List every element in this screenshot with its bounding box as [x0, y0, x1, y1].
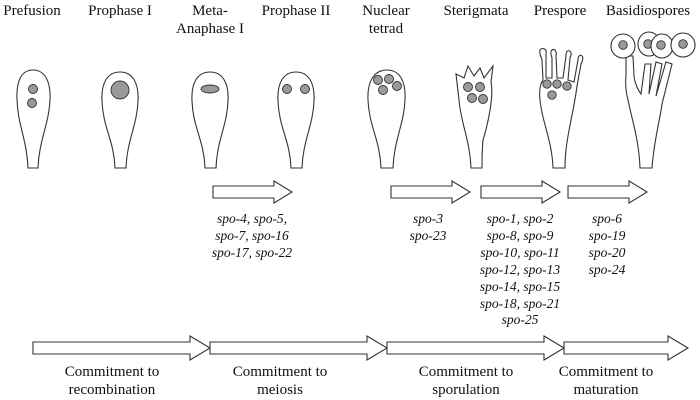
nucleus — [373, 75, 383, 85]
gene-group-4: spo-6 spo-19 spo-20 spo-24 — [589, 211, 626, 277]
cell-prespore — [539, 48, 584, 169]
commitment-arrow-sporulation — [386, 335, 566, 361]
stage-label-basidiospores: Basidiospores — [606, 3, 690, 19]
gene-group-3: spo-1, spo-2 spo-8, spo-9 spo-10, spo-11… — [480, 211, 560, 327]
stage-labels: Prefusion Prophase I Meta- Anaphase I Pr… — [3, 3, 690, 37]
nucleus — [300, 84, 310, 94]
gene-line: spo-3 — [413, 211, 443, 226]
nucleus — [552, 79, 562, 89]
stage-label-nuclear-tetrad-line1: Nuclear — [362, 3, 409, 19]
gene-stage-arrows — [212, 180, 649, 204]
nucleus — [392, 81, 402, 91]
commitment-label-meiosis-line2: meiosis — [257, 382, 303, 398]
nucleus — [200, 84, 220, 94]
cell-meta-anaphase-i — [191, 71, 229, 169]
commitment-label-recombination-line1: Commitment to — [65, 364, 160, 380]
nucleus — [27, 98, 37, 108]
nucleus — [678, 39, 688, 49]
commitment-label-sporulation-line1: Commitment to — [419, 364, 514, 380]
stage-label-prespore: Prespore — [534, 3, 587, 19]
commitment-arrow-recombination — [32, 335, 212, 361]
stage-label-sterigmata: Sterigmata — [444, 3, 509, 19]
nucleus — [28, 84, 38, 94]
cell-prefusion — [16, 69, 51, 169]
commitment-label-recombination-line2: recombination — [69, 382, 156, 398]
gene-line: spo-19 — [589, 228, 626, 243]
nucleus — [542, 79, 552, 89]
commitment-label-maturation-line1: Commitment to — [559, 364, 654, 380]
nucleus — [384, 74, 394, 84]
commitment-arrow-meiosis — [209, 335, 389, 361]
gene-arrow-sterigmata — [480, 180, 562, 204]
gene-line: spo-10, spo-11 — [480, 245, 559, 260]
gene-line: spo-7, spo-16 — [215, 228, 289, 243]
gene-line: spo-4, spo-5, — [217, 211, 287, 226]
gene-line: spo-1, spo-2 — [487, 211, 554, 226]
gene-group-2: spo-3 spo-23 — [410, 211, 447, 243]
gene-line: spo-24 — [589, 262, 626, 277]
stage-label-prophase-ii: Prophase II — [262, 3, 331, 19]
cell-sterigmata — [455, 64, 494, 169]
cell-drawings — [16, 31, 696, 169]
nucleus — [562, 81, 572, 91]
nucleus — [467, 93, 477, 103]
gene-arrow-tetrad — [390, 180, 472, 204]
nucleus — [618, 40, 628, 50]
nucleus — [463, 82, 473, 92]
commitment-labels: Commitment to recombination Commitment t… — [65, 364, 654, 398]
stage-label-meta-anaphase-i-line1: Meta- — [192, 3, 228, 19]
commitment-label-maturation-line2: maturation — [574, 382, 639, 398]
gene-arrow-meiosis — [212, 180, 294, 204]
gene-line: spo-23 — [410, 228, 447, 243]
gene-line: spo-12, spo-13 — [480, 262, 560, 277]
gene-line: spo-14, spo-15 — [480, 279, 560, 294]
cell-basidiospores — [610, 31, 696, 169]
stage-label-prefusion: Prefusion — [3, 3, 61, 19]
stage-label-prophase-i: Prophase I — [88, 3, 152, 19]
gene-line: spo-8, spo-9 — [487, 228, 554, 243]
gene-line: spo-17, spo-22 — [212, 245, 292, 260]
gene-line: spo-25 — [502, 312, 539, 327]
nucleus — [282, 84, 292, 94]
commitment-label-sporulation-line2: sporulation — [432, 382, 500, 398]
gene-arrow-prespore — [567, 180, 649, 204]
nucleus — [478, 94, 488, 104]
cell-prophase-i — [101, 71, 139, 169]
cell-nuclear-tetrad — [367, 69, 406, 169]
commitment-arrows — [32, 335, 690, 361]
nucleus — [656, 40, 666, 50]
nucleus — [110, 80, 130, 100]
nucleus — [475, 82, 485, 92]
gene-group-1: spo-4, spo-5, spo-7, spo-16 spo-17, spo-… — [212, 211, 292, 260]
stage-label-nuclear-tetrad-line2: tetrad — [369, 21, 404, 37]
gene-line: spo-6 — [592, 211, 622, 226]
gene-line: spo-20 — [589, 245, 626, 260]
cell-prophase-ii — [277, 71, 315, 169]
gene-line: spo-18, spo-21 — [480, 296, 560, 311]
nucleus — [378, 85, 388, 95]
commitment-arrow-maturation — [563, 335, 690, 361]
stage-label-meta-anaphase-i-line2: Anaphase I — [176, 21, 244, 37]
nucleus — [547, 90, 557, 100]
commitment-label-meiosis-line1: Commitment to — [233, 364, 328, 380]
